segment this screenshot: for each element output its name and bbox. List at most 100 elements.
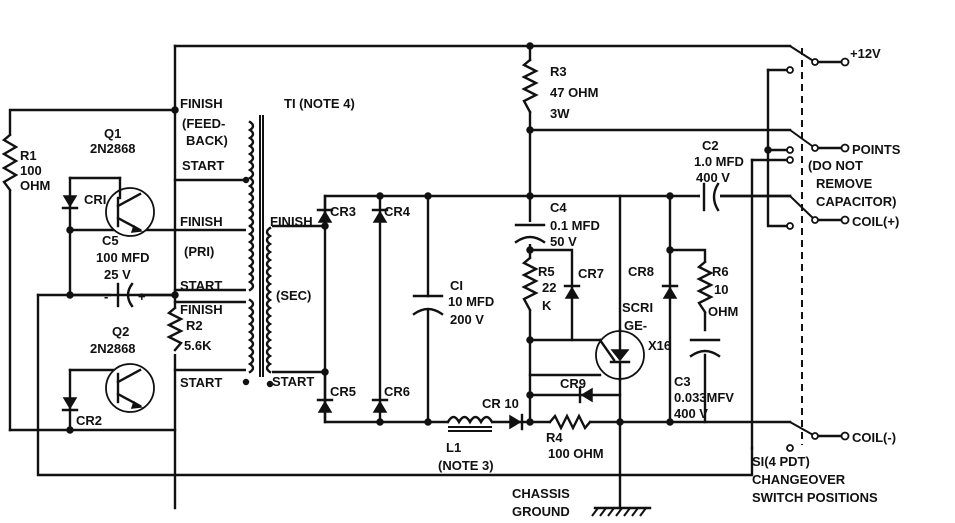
t1-transformer bbox=[242, 115, 274, 388]
c5-voltage: 25 V bbox=[104, 267, 131, 282]
r5-ref: R5 bbox=[538, 264, 555, 279]
cr4-diode bbox=[371, 208, 389, 223]
cr10-label: CR 10 bbox=[482, 396, 519, 411]
r6-value: 10 bbox=[714, 282, 728, 297]
fb-label-2: BACK) bbox=[186, 133, 228, 148]
q2-part: 2N2868 bbox=[90, 341, 136, 356]
r3-ref: R3 bbox=[550, 64, 567, 79]
r6-resistor bbox=[696, 260, 714, 314]
cr1-diode bbox=[61, 195, 79, 210]
s1-line-1: SI(4 PDT) bbox=[752, 454, 810, 469]
cr6-diode bbox=[371, 398, 389, 413]
fb-start: START bbox=[182, 158, 224, 173]
labels: R1 100 OHM Q1 2N2868 CRI C5 100 MFD 25 V… bbox=[20, 46, 901, 519]
q1-transistor bbox=[105, 176, 155, 237]
sec-start: START bbox=[272, 374, 314, 389]
cr9-label: CR9 bbox=[560, 376, 586, 391]
c3-capacitor bbox=[689, 338, 721, 358]
r6-unit: OHM bbox=[708, 304, 738, 319]
r1-resistor bbox=[1, 133, 19, 192]
terminal-coil-minus: COIL(-) bbox=[852, 430, 896, 445]
cr6-label: CR6 bbox=[384, 384, 410, 399]
cr5-label: CR5 bbox=[330, 384, 356, 399]
cr3-diode bbox=[316, 208, 334, 223]
cr3-label: CR3 bbox=[330, 204, 356, 219]
r3-value: 47 OHM bbox=[550, 85, 598, 100]
points-note-2: REMOVE bbox=[816, 176, 873, 191]
scr1-ref: SCRI bbox=[622, 300, 653, 315]
c5-ref: C5 bbox=[102, 233, 119, 248]
c1-voltage: 200 V bbox=[450, 312, 484, 327]
r5-resistor bbox=[521, 256, 539, 312]
l1-inductor bbox=[446, 410, 494, 432]
c2-value: 1.0 MFD bbox=[694, 154, 744, 169]
l1-note: (NOTE 3) bbox=[438, 458, 494, 473]
t1-ref: TI (NOTE 4) bbox=[284, 96, 355, 111]
cr1-label: CRI bbox=[84, 192, 106, 207]
c3-value: 0.033MFV bbox=[674, 390, 734, 405]
c2-ref: C2 bbox=[702, 138, 719, 153]
fb-label-1: (FEED- bbox=[182, 116, 225, 131]
scr1-part-2: X16 bbox=[648, 338, 671, 353]
r2-resistor bbox=[166, 306, 184, 354]
c4-voltage: 50 V bbox=[550, 234, 577, 249]
q2-transistor bbox=[105, 363, 155, 413]
pri-finish: FINISH bbox=[180, 214, 223, 229]
pri2-start: START bbox=[180, 375, 222, 390]
q1-ref: Q1 bbox=[104, 126, 121, 141]
c1-value: 10 MFD bbox=[448, 294, 494, 309]
c4-ref: C4 bbox=[550, 200, 567, 215]
junction-dots bbox=[66, 42, 772, 434]
cr5-diode bbox=[316, 398, 334, 413]
c5-plus: + bbox=[138, 289, 146, 304]
c4-value: 0.1 MFD bbox=[550, 218, 600, 233]
scr1-part-1: GE- bbox=[624, 318, 647, 333]
r1-unit: OHM bbox=[20, 178, 50, 193]
terminal-points: POINTS bbox=[852, 142, 901, 157]
s1-line-2: CHANGEOVER bbox=[752, 472, 846, 487]
cr4-label: CR4 bbox=[384, 204, 411, 219]
sec-finish: FINISH bbox=[270, 214, 313, 229]
q2-ref: Q2 bbox=[112, 324, 129, 339]
s1-line-3: SWITCH POSITIONS bbox=[752, 490, 878, 505]
c5-minus: - bbox=[104, 289, 108, 304]
cr7-diode bbox=[563, 284, 581, 299]
r4-ref: R4 bbox=[546, 430, 563, 445]
q1-part: 2N2868 bbox=[90, 141, 136, 156]
chassis-ground-symbol bbox=[591, 506, 652, 517]
r5-unit: K bbox=[542, 298, 552, 313]
c2-voltage: 400 V bbox=[696, 170, 730, 185]
pri2-finish: FINISH bbox=[180, 302, 223, 317]
l1-ref: L1 bbox=[446, 440, 461, 455]
c1-capacitor bbox=[412, 294, 444, 316]
cr10-diode bbox=[509, 413, 524, 431]
c3-voltage: 400 V bbox=[674, 406, 708, 421]
c5-value: 100 MFD bbox=[96, 250, 149, 265]
r3-rating: 3W bbox=[550, 106, 570, 121]
cr2-diode bbox=[61, 397, 79, 412]
r2-value: 5.6K bbox=[184, 338, 212, 353]
points-note-1: (DO NOT bbox=[808, 158, 863, 173]
r1-value: 100 bbox=[20, 163, 42, 178]
cr7-label: CR7 bbox=[578, 266, 604, 281]
r3-resistor bbox=[521, 58, 539, 114]
r2-ref: R2 bbox=[186, 318, 203, 333]
c4-capacitor bbox=[514, 222, 546, 244]
r4-value: 100 OHM bbox=[548, 446, 604, 461]
c3-ref: C3 bbox=[674, 374, 691, 389]
fb-finish: FINISH bbox=[180, 96, 223, 111]
cr8-diode bbox=[661, 284, 679, 299]
terminal-coil-plus: COIL(+) bbox=[852, 214, 899, 229]
points-note-3: CAPACITOR) bbox=[816, 194, 896, 209]
r5-value: 22 bbox=[542, 280, 556, 295]
cr2-label: CR2 bbox=[76, 413, 102, 428]
ground-line-2: GROUND bbox=[512, 504, 570, 519]
cr9-diode bbox=[578, 386, 593, 404]
scr1-thyristor bbox=[595, 328, 645, 382]
r6-ref: R6 bbox=[712, 264, 729, 279]
s1-switch bbox=[786, 45, 850, 452]
sec-label: (SEC) bbox=[276, 288, 311, 303]
c1-ref: CI bbox=[450, 278, 463, 293]
pri-label: (PRI) bbox=[184, 244, 214, 259]
